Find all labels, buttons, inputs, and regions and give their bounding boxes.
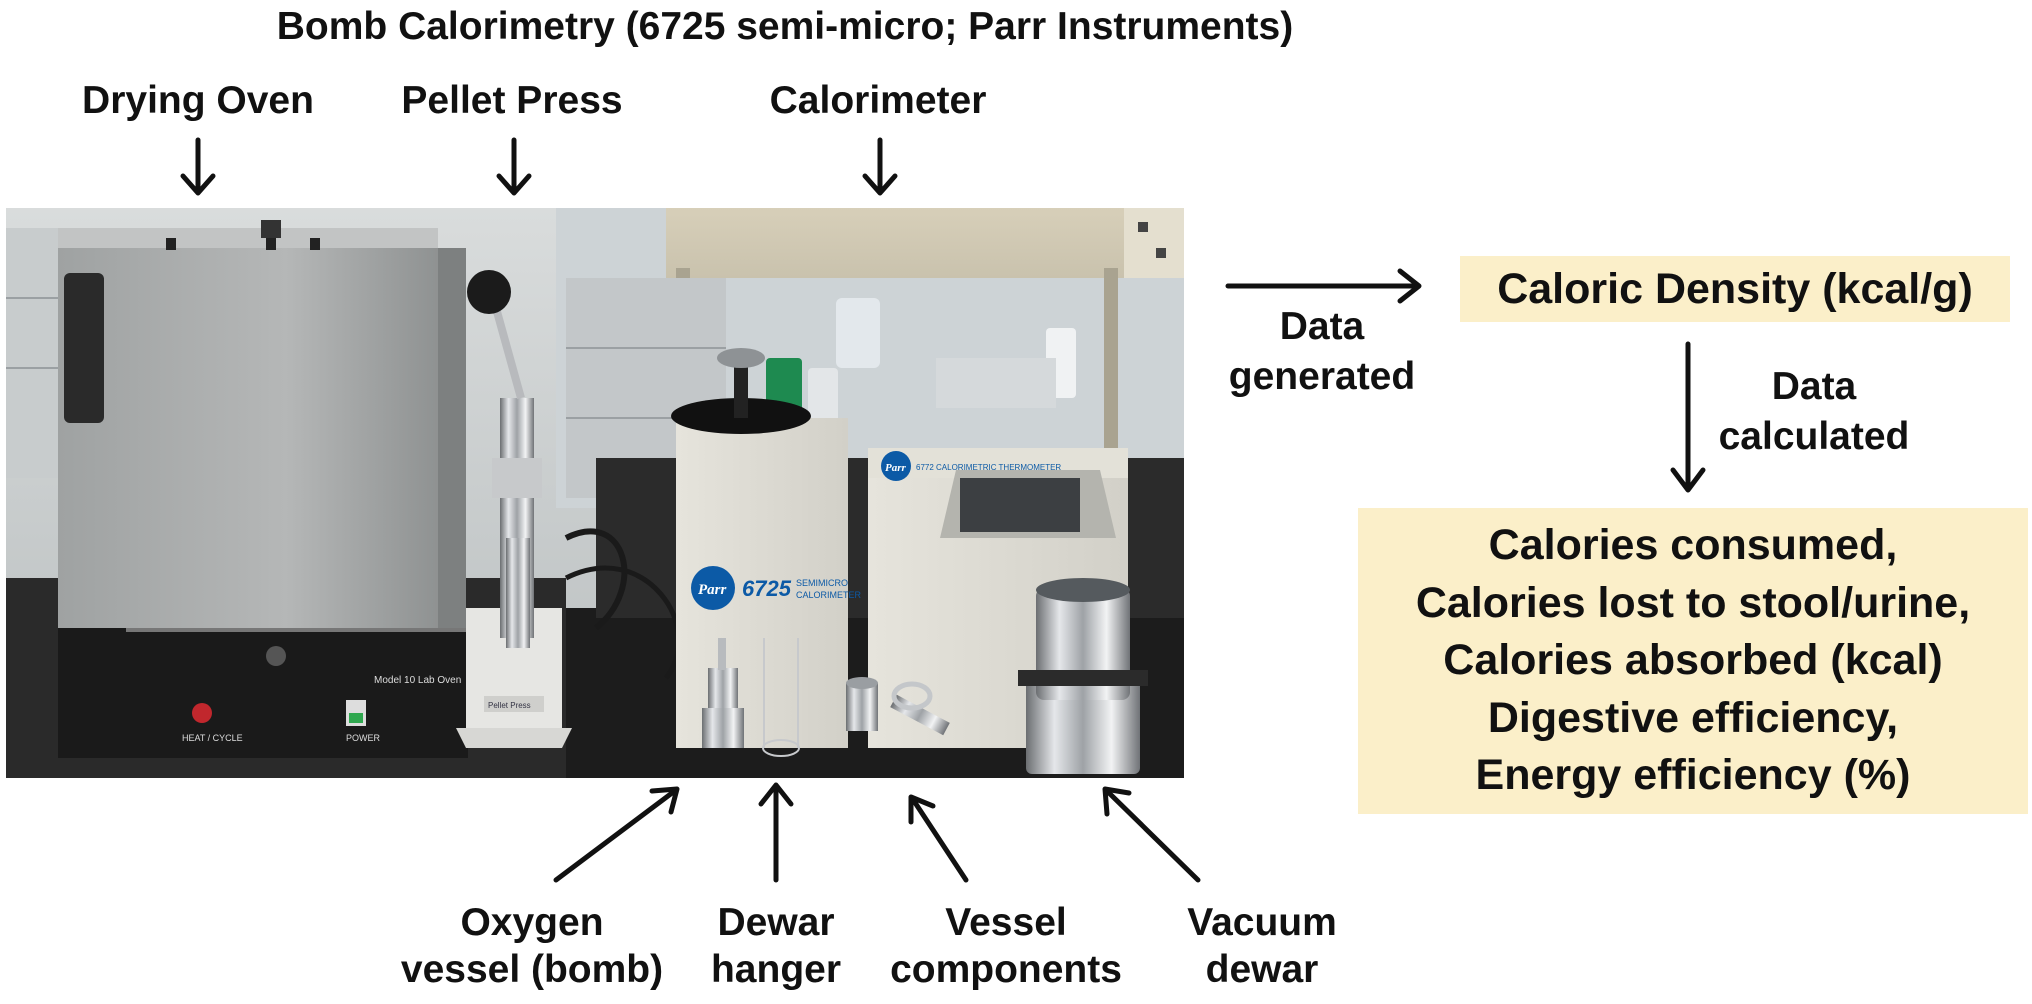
figure-title: Bomb Calorimetry (6725 semi-micro; Parr … xyxy=(276,5,1294,48)
vessel-components-arrow xyxy=(908,794,969,883)
pellet-press-arrow xyxy=(496,137,532,196)
data-calculated-arrow xyxy=(1670,341,1706,493)
oven-model-text: Model 10 Lab Oven xyxy=(374,675,461,686)
oxygen-vessel-line-2: vessel (bomb) xyxy=(400,947,664,991)
oxygen-vessel-arrow xyxy=(553,786,680,883)
pellet-press-label: Pellet Press xyxy=(401,79,623,122)
parr-logo-text-2: Parr xyxy=(885,462,907,474)
model-number-text: 6725 xyxy=(742,576,792,601)
caloric-density-text: Caloric Density (kcal/g) xyxy=(1497,264,1973,313)
data-generated-line-2: generated xyxy=(1228,354,1416,398)
outputs-box: Calories consumed, Calories lost to stoo… xyxy=(1358,508,2028,814)
drying-oven-arrow xyxy=(180,137,216,196)
oven-power-text: POWER xyxy=(346,733,381,743)
vacuum-dewar-line-2: dewar xyxy=(1205,947,1319,991)
vessel-components-line-2: components xyxy=(890,947,1122,991)
dewar-hanger-arrow xyxy=(758,782,794,883)
dewar-hanger-line-1: Dewar xyxy=(717,901,835,944)
drying-oven-label: Drying Oven xyxy=(82,79,314,122)
vessel-components-line-1: Vessel xyxy=(945,901,1067,944)
dewar-hanger-line-2: hanger xyxy=(710,947,842,991)
press-plate-text: Pellet Press xyxy=(488,701,531,710)
dewar-hanger-label: Dewar hanger xyxy=(711,900,841,994)
calorimeter-arrow xyxy=(862,137,898,196)
vacuum-dewar-arrow xyxy=(1102,786,1201,883)
parr-logo-text-1: Parr xyxy=(698,582,727,598)
oven-heat-text: HEAT / CYCLE xyxy=(182,733,243,743)
output-line-5: Energy efficiency (%) xyxy=(1475,751,1911,800)
data-calculated-line-1: Data xyxy=(1771,365,1857,408)
output-line-1: Calories consumed, xyxy=(1488,520,1898,569)
data-generated-line-1: Data xyxy=(1279,305,1365,348)
data-generated-label: Data generated xyxy=(1222,302,1422,402)
data-calculated-label: Data calculated xyxy=(1704,362,1924,462)
data-calculated-line-2: calculated xyxy=(1718,414,1910,458)
lab-photo: Model 10 Lab Oven HEAT / CYCLE POWER Pel… xyxy=(6,208,1184,778)
oxygen-vessel-line-1: Oxygen xyxy=(460,901,604,944)
output-line-4: Digestive efficiency, xyxy=(1487,693,1899,742)
thermometer-label-text: 6772 CALORIMETRIC THERMOMETER xyxy=(916,463,1061,472)
vacuum-dewar-label: Vacuum dewar xyxy=(1187,900,1337,994)
output-line-3: Calories absorbed (kcal) xyxy=(1443,636,1943,685)
vessel-components-label: Vessel components xyxy=(890,900,1122,994)
output-line-2: Calories lost to stool/urine, xyxy=(1415,578,1971,627)
model-sub2-text: CALORIMETER xyxy=(796,590,862,600)
calorimeter-label: Calorimeter xyxy=(769,79,987,122)
caloric-density-box: Caloric Density (kcal/g) xyxy=(1460,256,2010,322)
vacuum-dewar-line-1: Vacuum xyxy=(1187,901,1337,944)
model-sub1-text: SEMIMICRO xyxy=(796,578,848,588)
oxygen-vessel-label: Oxygen vessel (bomb) xyxy=(401,900,663,994)
data-generated-arrow xyxy=(1225,268,1422,304)
